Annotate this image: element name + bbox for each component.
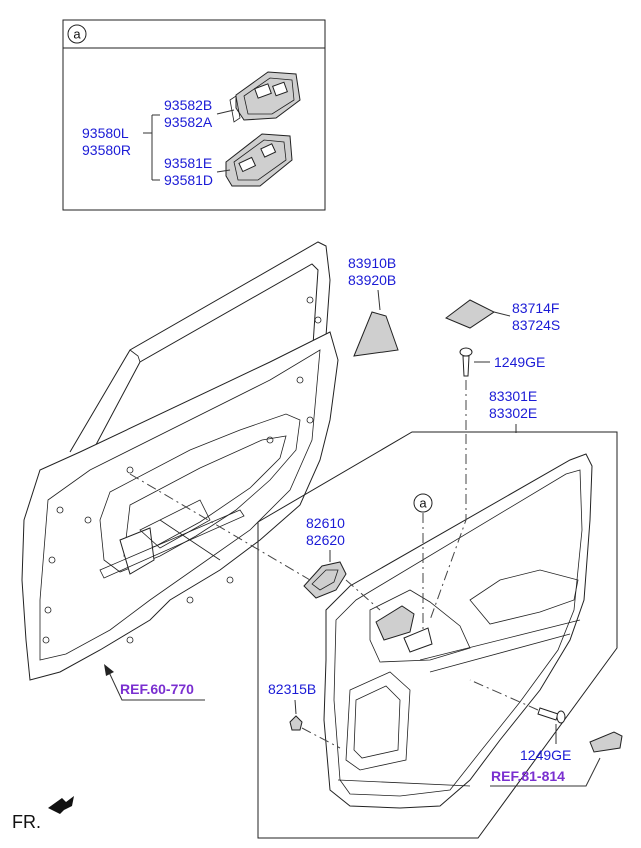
ref-60-770-link[interactable]: REF.60-770: [120, 681, 194, 697]
front-arrow-icon: [48, 796, 74, 814]
detail-box-a: a 93582B 93582A 93580L 93580R 93581E 935…: [62, 19, 326, 211]
label-93581E: 93581E: [164, 155, 212, 171]
ref-81-814-part-drawing: [490, 731, 623, 787]
trim-circle-marker: [413, 493, 433, 513]
label-82315B: 82315B: [268, 681, 316, 697]
label-83724S: 83724S: [512, 317, 560, 333]
screw-top-drawing: [459, 347, 490, 430]
label-82610: 82610: [306, 515, 345, 531]
door-trim-panel-drawing: [323, 453, 593, 809]
detail-circle-letter: a: [73, 27, 81, 42]
label-93580R: 93580R: [82, 142, 131, 158]
label-1249GE-top: 1249GE: [494, 354, 545, 370]
label-93582A: 93582A: [164, 114, 213, 130]
label-83910B: 83910B: [348, 255, 396, 271]
door-inner-panel-drawing: [21, 241, 339, 701]
inside-handle-drawing: [303, 550, 347, 599]
clip-drawing: [289, 699, 341, 749]
label-83714F: 83714F: [512, 300, 559, 316]
switch-93582-drawing: [229, 71, 301, 123]
front-indicator: FR.: [12, 812, 41, 832]
label-83920B: 83920B: [348, 272, 396, 288]
label-1249GE-bottom: 1249GE: [520, 747, 571, 763]
label-83302E: 83302E: [489, 405, 537, 421]
detail-circle-marker: [67, 24, 87, 44]
trim-circle-letter: a: [419, 496, 427, 511]
label-93582B: 93582B: [164, 97, 212, 113]
ref-81-814-link[interactable]: REF.81-814: [491, 768, 565, 784]
switch-93581-drawing: [225, 133, 293, 187]
label-82620: 82620: [306, 532, 345, 548]
label-93580L: 93580L: [82, 125, 129, 141]
trim-panel-frame: [257, 431, 618, 839]
label-93581D: 93581D: [164, 172, 213, 188]
delta-cover-drawing: [353, 289, 399, 357]
label-83301E: 83301E: [489, 388, 537, 404]
pad-drawing: [445, 299, 511, 329]
screw-bottom-drawing: [469, 679, 566, 744]
